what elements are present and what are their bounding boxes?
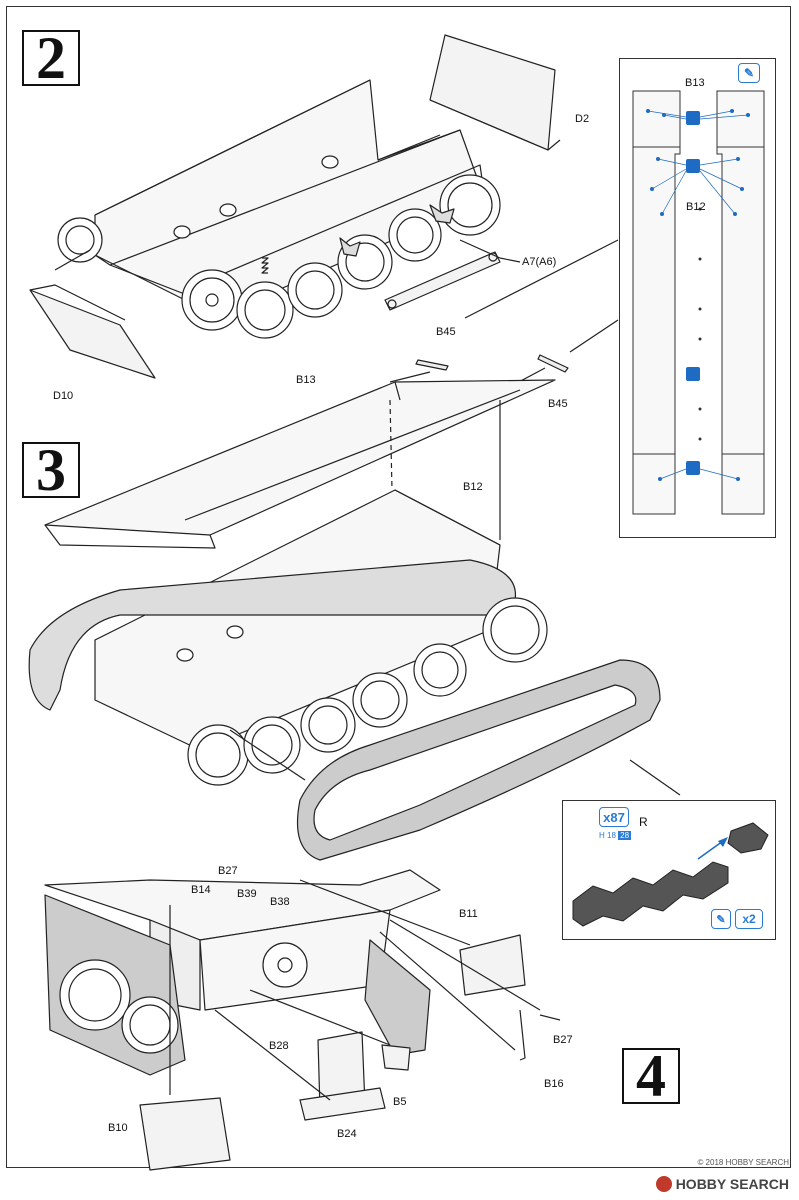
label-A7: A7(A6) <box>522 256 557 268</box>
footer-bar: HOBBY SEARCH <box>0 1172 799 1200</box>
label-B12: B12 <box>463 481 483 493</box>
top-plate-detail-inset: ✎ B13 B12 <box>619 58 776 538</box>
label-inset-B12: B12 <box>686 201 706 213</box>
label-B38: B38 <box>270 896 290 908</box>
step-number-3: 3 <box>22 440 80 500</box>
track-side-label: R <box>639 815 648 829</box>
glue-quantity-badge: x2 <box>735 909 763 929</box>
label-B27-bottom: B27 <box>553 1034 573 1046</box>
label-D2: D2 <box>575 113 590 125</box>
label-B28: B28 <box>269 1040 289 1052</box>
step3-loose-track <box>296 659 661 861</box>
part-B45-pins <box>415 354 569 373</box>
part-B11 <box>459 934 526 996</box>
step-number-2: 2 <box>22 28 80 88</box>
step4-hull-rear <box>44 869 441 1076</box>
part-B10 <box>139 1097 231 1171</box>
label-B27-top: B27 <box>218 865 238 877</box>
top-plate-detail-drawing <box>632 90 765 515</box>
glue-icon-track: ✎ <box>711 909 731 929</box>
label-B45-left: B45 <box>436 326 456 338</box>
step2-hull <box>57 79 501 339</box>
part-A7 <box>384 251 501 311</box>
glue-icon: ✎ <box>738 63 760 83</box>
label-B24: B24 <box>337 1128 357 1140</box>
watermark-brand: HOBBY SEARCH <box>675 1176 789 1192</box>
step3-hull <box>28 399 548 786</box>
track-link-inset: x87 H 18 28 R ✎ x2 <box>562 800 776 940</box>
label-D10: D10 <box>53 390 74 402</box>
hobby-search-logo-icon <box>655 1176 672 1192</box>
label-inset-B13: B13 <box>685 77 705 89</box>
part-B24 <box>299 1087 386 1121</box>
paint-color-label: H 18 <box>599 831 616 840</box>
label-B11: B11 <box>459 908 478 920</box>
quantity-badge: x87 <box>599 807 629 827</box>
track-link-drawing <box>572 822 769 927</box>
copyright-text: © 2018 HOBBY SEARCH <box>697 1158 789 1167</box>
label-B39: B39 <box>237 888 257 900</box>
hobby-search-watermark: HOBBY SEARCH <box>655 1176 789 1192</box>
part-D2 <box>429 34 561 151</box>
paint-color-code: 28 <box>618 831 632 840</box>
part-D10 <box>29 284 156 379</box>
label-B5: B5 <box>393 1096 407 1108</box>
paint-color-ref: H 18 28 <box>599 831 632 840</box>
step3-top-plates <box>44 379 556 549</box>
label-B10: B10 <box>108 1122 128 1134</box>
label-B45-right: B45 <box>548 398 568 410</box>
instruction-page-frame <box>6 6 791 1168</box>
label-B14: B14 <box>191 884 211 896</box>
part-B5 <box>381 1044 411 1071</box>
step-number-4: 4 <box>622 1046 680 1106</box>
label-B16: B16 <box>544 1078 564 1090</box>
label-B13: B13 <box>296 374 316 386</box>
part-B27 <box>519 1009 526 1061</box>
